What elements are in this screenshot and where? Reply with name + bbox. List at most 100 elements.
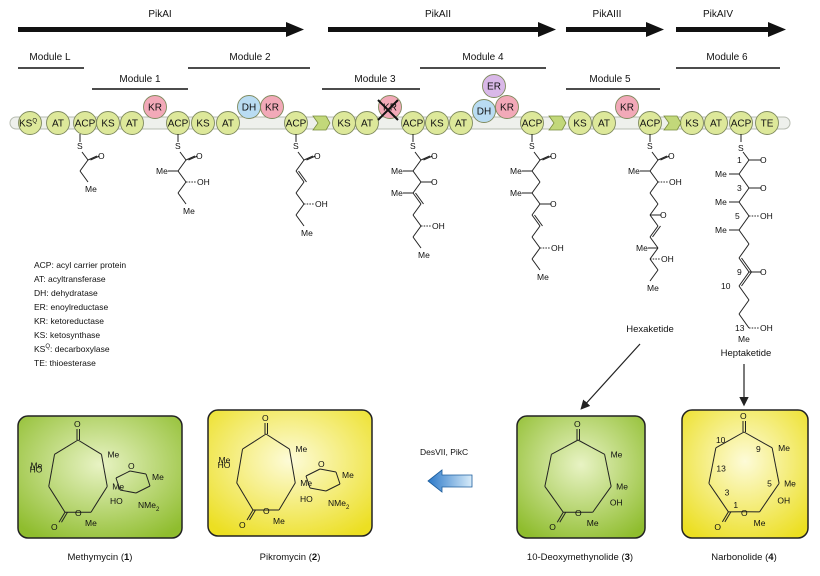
domain-at: AT [355, 111, 379, 135]
svg-text:OH: OH [551, 243, 564, 253]
methymycin-box [17, 415, 183, 539]
svg-text:KS: KS [685, 119, 699, 130]
svg-text:Me: Me [715, 225, 727, 235]
domain-acp: ACP [401, 111, 425, 135]
svg-text:Me: Me [778, 443, 790, 453]
svg-text:Me: Me [510, 188, 522, 198]
svg-text:Me: Me [754, 518, 766, 528]
domain-at: AT [704, 111, 728, 135]
gene-label-pikaii: PikAII [425, 9, 451, 20]
domain-ks: KS [332, 111, 356, 135]
svg-text:AT: AT [222, 119, 234, 130]
svg-text:O: O [128, 461, 135, 471]
svg-text:HO: HO [300, 494, 313, 504]
domain-dh: DH [237, 95, 261, 119]
pikromycin-box [207, 409, 373, 537]
domain-at: AT [120, 111, 144, 135]
svg-text:Me: Me [85, 184, 97, 194]
narbonolide-box [681, 409, 809, 539]
svg-text:O: O [714, 522, 721, 532]
svg-text:Me: Me [219, 455, 231, 465]
svg-text:NMe2: NMe2 [328, 498, 350, 511]
legend-te: TE: thioesterase [34, 358, 96, 368]
svg-text:S: S [77, 141, 83, 151]
gene-label-pikaiii: PikAIII [593, 9, 622, 20]
svg-text:OH: OH [610, 497, 623, 507]
domain-acp: ACP [166, 111, 190, 135]
svg-text:TE: TE [761, 119, 774, 130]
svg-text:OH: OH [432, 221, 445, 231]
domain-at: AT [592, 111, 616, 135]
svg-text:KSQ: KSQ [19, 119, 37, 130]
svg-text:O: O [431, 177, 438, 187]
svg-text:Me: Me [300, 478, 312, 488]
svg-text:Me: Me [391, 166, 403, 176]
svg-text:Me: Me [715, 197, 727, 207]
svg-text:NMe2: NMe2 [138, 500, 160, 513]
svg-text:Me: Me [156, 166, 168, 176]
svg-text:O: O [262, 413, 269, 423]
svg-text:O: O [740, 411, 747, 421]
svg-text:Me: Me [295, 444, 307, 454]
svg-text:OH: OH [777, 496, 790, 506]
module-l-label: Module L [29, 52, 71, 63]
svg-text:ACP: ACP [522, 119, 543, 130]
svg-text:Me: Me [112, 481, 124, 491]
legend-ksq: KSQ: decarboxylase [34, 344, 110, 354]
svg-text:DH: DH [477, 107, 491, 118]
domain-kr: KR [260, 95, 284, 119]
module-3-label: Module 3 [354, 74, 396, 85]
domain-er: ER [482, 74, 506, 98]
svg-text:O: O [98, 151, 105, 161]
svg-text:HO: HO [218, 460, 231, 470]
svg-text:5: 5 [767, 478, 772, 488]
svg-text:13: 13 [735, 323, 745, 333]
svg-text:O: O [760, 267, 767, 277]
svg-text:KR: KR [265, 103, 279, 114]
gene-pikaiii: PikAIII [566, 9, 664, 37]
svg-text:AT: AT [361, 119, 373, 130]
svg-text:O: O [431, 151, 438, 161]
svg-text:O: O [575, 508, 582, 518]
domain-kr: KR [495, 95, 519, 119]
caption-methymycin: Methymycin (1) [68, 552, 133, 563]
svg-text:Me: Me [85, 518, 97, 528]
legend-dh: DH: dehydratase [34, 288, 98, 298]
svg-text:Me: Me [636, 243, 648, 253]
svg-text:KS: KS [196, 119, 210, 130]
domain-acp: ACP [520, 111, 544, 135]
svg-text:AT: AT [126, 119, 138, 130]
svg-text:OH: OH [669, 177, 682, 187]
arrow-to-deoxymethynolide [580, 343, 641, 410]
svg-text:Me: Me [418, 250, 430, 260]
domain-acp: ACP [729, 111, 753, 135]
svg-text:HO: HO [110, 496, 123, 506]
svg-text:Me: Me [273, 516, 285, 526]
legend-at: AT: acyltransferase [34, 274, 106, 284]
svg-text:KS: KS [430, 119, 444, 130]
svg-text:OH: OH [760, 211, 773, 221]
svg-text:DH: DH [242, 103, 256, 114]
svg-text:S: S [175, 141, 181, 151]
svg-text:O: O [741, 508, 748, 518]
svg-text:S: S [529, 141, 535, 151]
svg-text:Me: Me [587, 518, 599, 528]
svg-text:ACP: ACP [286, 119, 307, 130]
svg-text:Me: Me [342, 470, 354, 480]
svg-text:Me: Me [152, 472, 164, 482]
heptaketide-label: Heptaketide [721, 348, 772, 359]
svg-text:10: 10 [716, 435, 726, 445]
svg-text:ER: ER [487, 82, 501, 93]
svg-text:AT: AT [455, 119, 467, 130]
svg-text:Me: Me [31, 460, 43, 470]
svg-text:Me: Me [611, 449, 623, 459]
gene-pikaii: PikAII [328, 9, 556, 37]
domain-at: AT [449, 111, 473, 135]
gene-label-pikai: PikAI [148, 9, 171, 20]
